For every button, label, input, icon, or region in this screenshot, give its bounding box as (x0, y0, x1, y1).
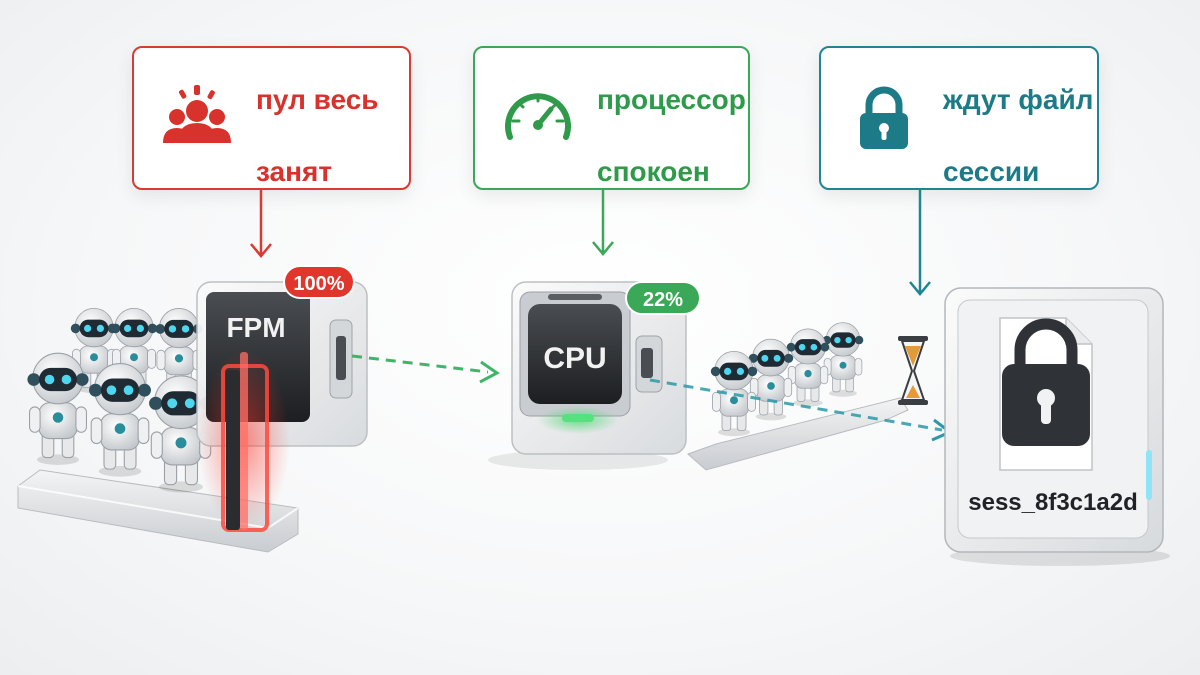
wait-session-line1: ждут файл (943, 84, 1094, 115)
callout-pool-busy: пул весь занят (132, 46, 411, 190)
cpu-label: CPU (543, 342, 606, 375)
session-file-name: sess_8f3c1a2d (968, 489, 1137, 516)
people-alert-icon (163, 85, 231, 143)
arrow-cpu-idle (592, 190, 614, 256)
pool-busy-line1: пул весь (256, 84, 379, 115)
cpu-server (488, 281, 687, 470)
gate-barrier (198, 350, 290, 532)
robot-queue-right (687, 322, 909, 471)
arrow-wait-session (909, 190, 931, 296)
callout-cpu-idle: процессор спокоен (473, 46, 750, 190)
fpm-label: FPM (226, 312, 285, 343)
fpm-load-badge (283, 265, 355, 299)
hourglass-icon (898, 336, 928, 405)
fpm-load: 100% (293, 273, 344, 295)
arrow-fpm-to-cpu (351, 354, 500, 384)
session-lock-icon (1002, 318, 1090, 446)
wait-session-line2: сессии (943, 156, 1040, 187)
cpu-load-badge (625, 281, 701, 315)
cpu-idle-line2: спокоен (597, 156, 710, 187)
arrow-pool-busy (250, 190, 272, 258)
cpu-load: 22% (643, 289, 683, 311)
lock-icon (860, 86, 908, 149)
callout-wait-session: ждут файл сессии (819, 46, 1099, 190)
cpu-idle-line1: процессор (597, 84, 746, 115)
pool-busy-line2: занят (256, 156, 333, 187)
speedometer-icon (505, 93, 571, 140)
